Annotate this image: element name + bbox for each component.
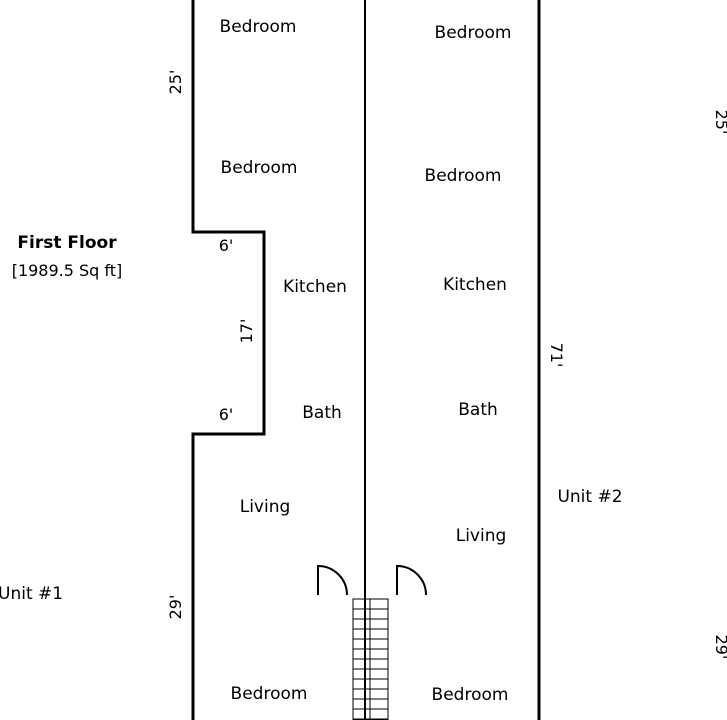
dimension-total-length: 71' [547, 343, 566, 368]
staircase [352, 598, 389, 720]
unit-2-room-living: Living [456, 526, 507, 546]
unit-2-room-bedroom-3: Bedroom [432, 685, 509, 705]
door-unit-1 [317, 564, 348, 596]
unit-1-label: Unit #1 [0, 584, 63, 604]
unit-2-room-kitchen: Kitchen [443, 275, 507, 295]
dimension-right-top: 25' [712, 110, 727, 135]
unit-1-room-bedroom-1: Bedroom [220, 17, 297, 37]
unit-1-room-bedroom-3: Bedroom [231, 684, 308, 704]
unit-1-room-bath: Bath [302, 403, 342, 423]
floor-title: First Floor [17, 233, 117, 253]
dimension-notch-top: 6' [219, 236, 234, 255]
unit-1-room-living: Living [240, 497, 291, 517]
unit-2-room-bedroom-2: Bedroom [425, 166, 502, 186]
unit-1-room-kitchen: Kitchen [283, 277, 347, 297]
dimension-notch-bottom: 6' [219, 405, 234, 424]
unit-2-room-bedroom-1: Bedroom [435, 23, 512, 43]
door-unit-2 [396, 564, 427, 596]
unit-1-room-bedroom-2: Bedroom [221, 158, 298, 178]
unit-1-left-wall [191, 0, 266, 720]
floor-area: [1989.5 Sq ft] [12, 261, 123, 280]
dimension-right-bottom: 29' [712, 635, 727, 660]
dimension-left-top: 25' [166, 70, 185, 95]
dimension-left-bottom: 29' [166, 595, 185, 620]
dimension-notch-side: 17' [237, 319, 256, 344]
unit-2-room-bath: Bath [458, 400, 498, 420]
unit-2-label: Unit #2 [557, 487, 622, 507]
